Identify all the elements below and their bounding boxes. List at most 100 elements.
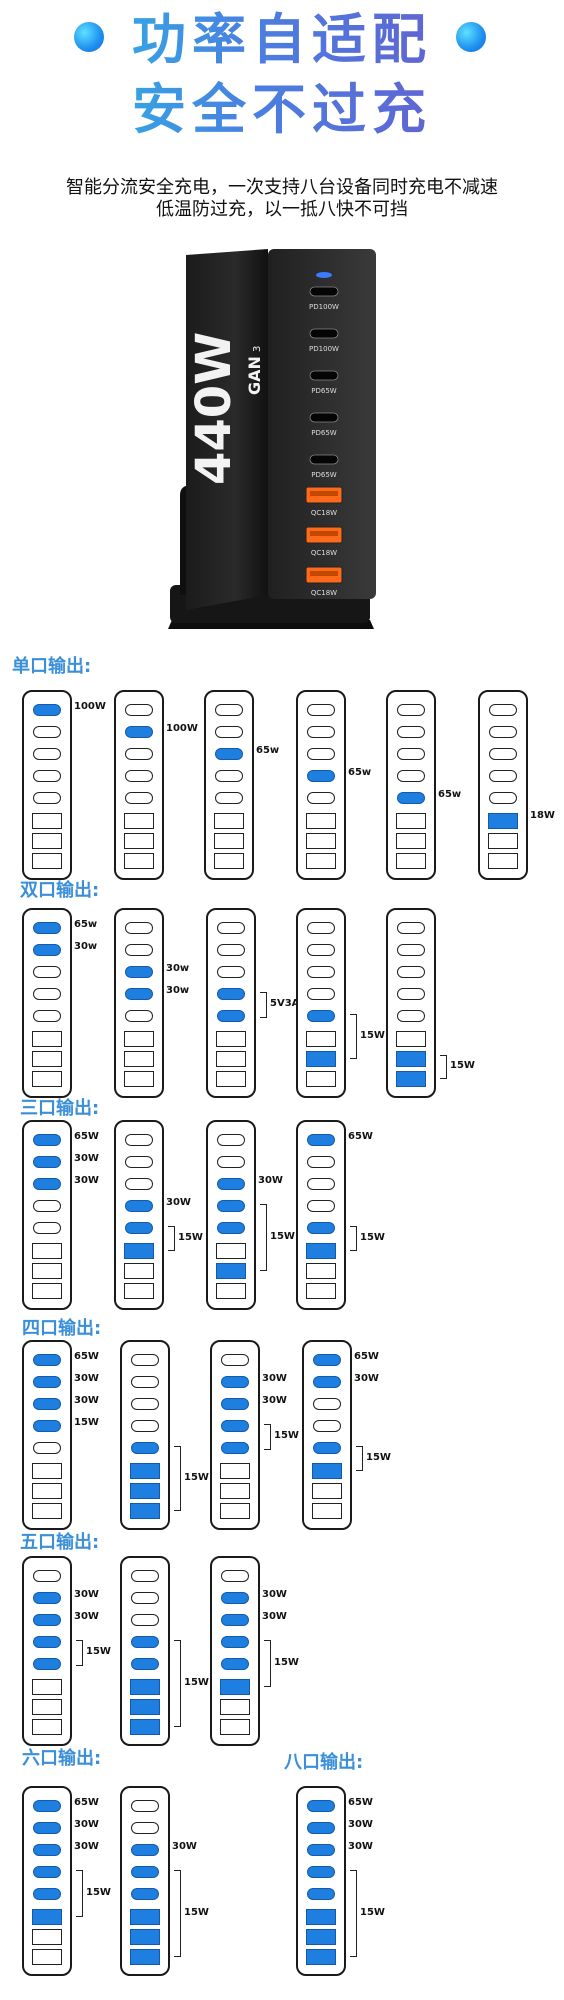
usb-a-port-icon bbox=[32, 1483, 62, 1499]
title-bullet-right-icon bbox=[456, 22, 486, 52]
port-diagram bbox=[386, 690, 436, 880]
usb-c-port-active-icon bbox=[221, 1592, 249, 1604]
power-label: 30W bbox=[354, 1373, 379, 1384]
usb-a-port-icon bbox=[216, 1071, 246, 1087]
usb-c-port-icon bbox=[131, 1822, 159, 1834]
power-label: 18W bbox=[530, 810, 555, 821]
usb-c-port-active-icon bbox=[217, 1010, 245, 1022]
usb-a-port-icon bbox=[32, 1679, 62, 1695]
usb-c-port-active-icon bbox=[221, 1658, 249, 1670]
power-label: 30w bbox=[74, 941, 98, 952]
power-label: 65w bbox=[256, 745, 280, 756]
usb-c-port-active-icon bbox=[33, 1844, 61, 1856]
usb-a-port-icon bbox=[220, 1503, 250, 1519]
usb-a-port-icon bbox=[306, 1071, 336, 1087]
usb-a-port-icon bbox=[124, 1263, 154, 1279]
port-label: QC18W bbox=[311, 509, 337, 517]
usb-c-port-icon bbox=[215, 792, 243, 804]
power-label: 30W bbox=[172, 1841, 197, 1852]
usb-c-port-icon bbox=[309, 412, 339, 423]
shared-power-label: 5V3A bbox=[270, 998, 300, 1009]
usb-c-port-icon bbox=[131, 1800, 159, 1812]
power-label: 30W bbox=[74, 1175, 99, 1186]
usb-c-port-active-icon bbox=[33, 1822, 61, 1834]
usb-c-port-active-icon bbox=[221, 1420, 249, 1432]
power-label: 65W bbox=[74, 1131, 99, 1142]
power-label: 30W bbox=[262, 1373, 287, 1384]
port-diagram bbox=[296, 690, 346, 880]
power-label: 30W bbox=[262, 1611, 287, 1622]
usb-a-port-icon bbox=[306, 833, 336, 849]
shared-power-label: 15W bbox=[366, 1451, 391, 1463]
port-diagram bbox=[296, 1120, 346, 1310]
shared-power-bracket bbox=[264, 1640, 271, 1687]
usb-a-port-icon bbox=[32, 1031, 62, 1047]
shared-power-label: 15W bbox=[184, 1471, 209, 1483]
usb-c-port-icon bbox=[215, 770, 243, 782]
shared-power-label: 15W bbox=[450, 1060, 475, 1071]
usb-a-port-active-icon bbox=[306, 1929, 336, 1945]
usb-a-port-active-icon bbox=[312, 1463, 342, 1479]
usb-a-port-active-icon bbox=[130, 1699, 160, 1715]
port-diagram bbox=[22, 1556, 72, 1746]
usb-a-port-icon bbox=[32, 813, 62, 829]
shared-power-bracket bbox=[76, 1640, 83, 1666]
usb-c-port-icon bbox=[309, 370, 339, 381]
power-label: 30W bbox=[348, 1841, 373, 1852]
port-diagram bbox=[22, 1120, 72, 1310]
usb-a-port-active-icon bbox=[130, 1719, 160, 1735]
usb-a-port-icon bbox=[32, 1503, 62, 1519]
power-label: 100W bbox=[74, 701, 106, 712]
port-diagram bbox=[120, 1786, 170, 1976]
shared-power-label: 15W bbox=[360, 1029, 385, 1041]
usb-c-port-icon bbox=[307, 988, 335, 1000]
usb-c-port-icon bbox=[217, 944, 245, 956]
power-label: 30W bbox=[166, 1197, 191, 1208]
port-diagram bbox=[120, 1556, 170, 1746]
usb-a-port-tongue bbox=[310, 571, 338, 576]
usb-a-port-icon bbox=[124, 833, 154, 849]
brand-exp-text: 3 bbox=[252, 346, 263, 352]
usb-a-port-icon bbox=[306, 1283, 336, 1299]
usb-c-port-icon bbox=[221, 1570, 249, 1582]
usb-a-port-icon bbox=[124, 1031, 154, 1047]
brand-text: 440W bbox=[186, 332, 242, 485]
usb-c-port-active-icon bbox=[131, 1888, 159, 1900]
usb-c-port-active-icon bbox=[33, 1636, 61, 1648]
usb-c-port-icon bbox=[131, 1420, 159, 1432]
port-diagram bbox=[22, 908, 72, 1098]
usb-c-port-icon bbox=[125, 1156, 153, 1168]
usb-c-port-active-icon bbox=[215, 748, 243, 760]
usb-a-port-active-icon bbox=[130, 1463, 160, 1479]
usb-a-port-active-icon bbox=[130, 1679, 160, 1695]
usb-c-port-active-icon bbox=[125, 1200, 153, 1212]
port-label: QC18W bbox=[311, 589, 337, 597]
usb-c-port-active-icon bbox=[33, 1592, 61, 1604]
usb-c-port-active-icon bbox=[131, 1658, 159, 1670]
power-label: 30W bbox=[74, 1819, 99, 1830]
usb-c-port-icon bbox=[217, 922, 245, 934]
shared-power-label: 15W bbox=[360, 1906, 385, 1918]
power-label: 30W bbox=[262, 1395, 287, 1406]
usb-a-port-active-icon bbox=[488, 813, 518, 829]
shared-power-bracket bbox=[260, 1204, 267, 1271]
usb-c-port-active-icon bbox=[221, 1376, 249, 1388]
usb-a-port-icon bbox=[32, 1263, 62, 1279]
usb-a-port-icon bbox=[124, 853, 154, 869]
usb-a-port-icon bbox=[306, 1031, 336, 1047]
power-led-icon bbox=[316, 272, 332, 278]
usb-a-port-icon bbox=[306, 853, 336, 869]
usb-c-port-icon bbox=[489, 792, 517, 804]
power-label: 65W bbox=[348, 1131, 373, 1142]
usb-a-port-icon bbox=[214, 833, 244, 849]
usb-c-port-icon bbox=[125, 944, 153, 956]
usb-c-port-active-icon bbox=[307, 1010, 335, 1022]
power-label: 65W bbox=[354, 1351, 379, 1362]
usb-a-port-active-icon bbox=[306, 1243, 336, 1259]
port-diagram bbox=[22, 1340, 72, 1530]
subtitle-line1: 智能分流安全充电，一次支持八台设备同时充电不减速 bbox=[66, 177, 498, 198]
usb-c-port-active-icon bbox=[221, 1442, 249, 1454]
power-label: 30W bbox=[74, 1841, 99, 1852]
port-diagram bbox=[114, 1120, 164, 1310]
shared-power-bracket bbox=[350, 1014, 357, 1059]
